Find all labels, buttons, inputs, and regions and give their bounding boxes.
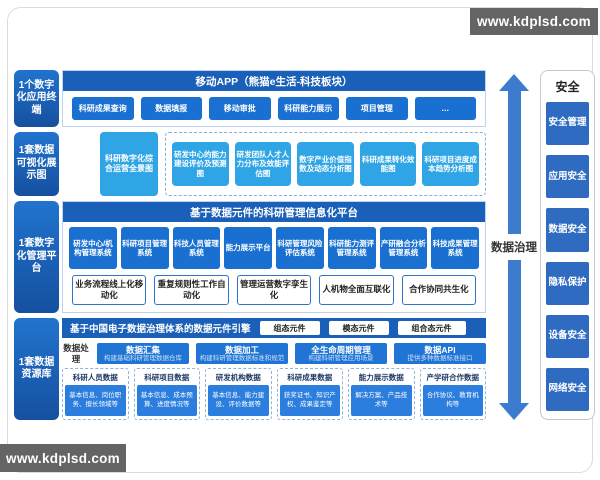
feature-interconnection: 人机物全面互联化	[319, 275, 394, 305]
row-label-data-resource: 1套数据资源库	[14, 318, 59, 420]
system-personnel-mgmt: 科技人员管理系统	[172, 227, 221, 269]
dataset-desc: 获奖证书、知识产权、成果鉴定等	[279, 385, 340, 416]
arrow-shaft-bottom	[507, 260, 521, 403]
processing-data-collection: 数据汇集 构建基础科研管理数据仓库	[97, 342, 189, 365]
dataset-desc: 基本信息、成本预算、进度情况等	[136, 385, 197, 416]
processing-lifecycle-mgmt: 全生命周期管理 构建科研管理应用场景	[295, 342, 387, 365]
engine-component-state-button[interactable]: 组态元件	[259, 321, 320, 335]
dataset-title: 产学研合作数据	[426, 373, 480, 382]
data-processing-row: 数据处理 数据汇集 构建基础科研管理数据仓库 数据加工 构建科研管理数据标准和规…	[62, 338, 486, 368]
app-button-mobile-approval[interactable]: 移动审批	[209, 97, 271, 120]
platform-section: 基于数据元件的科研管理信息化平台 研发中心/机构管理系统 科研项目管理系统 科技…	[62, 201, 486, 313]
chart-team-talent-distribution: 研发团队人才人力分布及效能评估图	[234, 142, 292, 186]
dataset-title: 科研成果数据	[287, 373, 333, 382]
dataset-title: 科研人员数据	[72, 373, 118, 382]
processing-title: 数据API	[424, 344, 456, 355]
feature-process-online: 业务流程线上化移动化	[72, 275, 147, 305]
system-risk-assessment: 科研管理风险评估系统	[276, 227, 324, 269]
security-item-network: 网络安全	[546, 367, 589, 412]
security-item-data: 数据安全	[546, 208, 589, 252]
processing-data-machining: 数据加工 构建科研管理数据标准和规范	[196, 342, 288, 365]
data-governance-label: 数据治理	[491, 242, 537, 254]
system-project-mgmt: 科研项目管理系统	[120, 227, 169, 269]
feature-digital-twin: 管理运营数字孪生化	[236, 275, 312, 305]
chart-overview-panorama: 科研数字化综合运营全景图	[100, 132, 158, 196]
feature-row: 业务流程线上化移动化 重复规则性工作自动化 管理运营数字孪生化 人机物全面互联化…	[63, 272, 485, 312]
security-item-application: 应用安全	[546, 155, 589, 199]
system-row: 研发中心/机构管理系统 科研项目管理系统 科技人员管理系统 能力展示平台 科研管…	[63, 222, 485, 272]
data-engine-header: 基于中国电子数据治理体系的数据元件引擎 组态元件 模态元件 组合态元件	[62, 318, 486, 338]
terminal-header: 移动APP（熊猫e生活-科技板块）	[63, 71, 485, 91]
arrow-shaft-top	[507, 91, 521, 234]
processing-desc: 构建科研管理应用场景	[308, 354, 374, 362]
data-processing-label: 数据处理	[63, 343, 89, 364]
terminal-section: 移动APP（熊猫e生活-科技板块） 科研成果查询 数据填报 移动审批 科研能力展…	[62, 70, 486, 127]
dataset-rd-institution: 研发机构数据 基本信息、能力建设、评价数据等	[205, 368, 272, 420]
app-button-achievement-query[interactable]: 科研成果查询	[72, 97, 134, 120]
chart-group: 研发中心的能力建设评价及预测图 研发团队人才人力分布及效能评估图 数字产业价值指…	[165, 132, 486, 196]
dataset-title: 研发机构数据	[215, 373, 261, 382]
processing-title: 数据加工	[224, 344, 259, 355]
app-button-row: 科研成果查询 数据填报 移动审批 科研能力展示 项目管理 …	[63, 91, 485, 126]
processing-desc: 构建基础科研管理数据仓库	[104, 354, 182, 362]
visualization-section: 科研数字化综合运营全景图 研发中心的能力建设评价及预测图 研发团队人才人力分布及…	[62, 132, 486, 196]
processing-desc: 构建科研管理数据标准和规范	[199, 354, 285, 362]
security-title: 安全	[555, 80, 580, 94]
dataset-title: 科研项目数据	[144, 373, 190, 382]
data-governance-arrow: 数据治理	[491, 74, 537, 420]
processing-desc: 提供多种数据标准接口	[407, 354, 473, 362]
security-items: 安全管理 应用安全 数据安全 隐私保护 设备安全 网络安全	[546, 102, 589, 412]
app-button-data-entry[interactable]: 数据填报	[140, 97, 202, 120]
app-button-more[interactable]: …	[414, 97, 476, 120]
dataset-industry-academia-cooperation: 产学研合作数据 合作协议、教育机构等	[419, 368, 486, 420]
dataset-desc: 解决方案、产品技术等	[351, 385, 412, 416]
dataset-desc: 合作协议、教育机构等	[422, 385, 483, 416]
chart-rd-center-capability: 研发中心的能力建设评价及预测图	[172, 142, 229, 186]
watermark-bottom-left: www.kdplsd.com	[0, 444, 126, 472]
system-capability-platform: 能力展示平台	[224, 227, 272, 269]
app-button-capability-display[interactable]: 科研能力展示	[277, 97, 339, 120]
row-label-terminal: 1个数字化应用终端	[14, 70, 59, 127]
chart-project-progress-cost: 科研项目进度成本趋势分析图	[422, 142, 479, 186]
processing-title: 数据汇集	[125, 344, 160, 355]
system-industry-research-analysis: 产研融合分析管理系统	[379, 227, 428, 269]
data-engine-title: 基于中国电子数据治理体系的数据元件引擎	[70, 324, 251, 335]
feature-work-automation: 重复规则性工作自动化	[154, 275, 229, 305]
engine-component-composite-button[interactable]: 组合态元件	[397, 321, 466, 335]
dataset-capability-display: 能力展示数据 解决方案、产品技术等	[348, 368, 415, 420]
security-item-management: 安全管理	[546, 102, 589, 146]
dataset-title: 能力展示数据	[358, 373, 404, 382]
feature-collaboration: 合作协同共生化	[401, 275, 477, 305]
data-resource-section: 基于中国电子数据治理体系的数据元件引擎 组态元件 模态元件 组合态元件 数据处理…	[62, 318, 486, 420]
dataset-research-personnel: 科研人员数据 基本信息、岗位职务、擅长领域等	[62, 368, 129, 420]
processing-title: 全生命周期管理	[311, 344, 371, 355]
system-rd-center-mgmt: 研发中心/机构管理系统	[69, 227, 117, 269]
platform-header: 基于数据元件的科研管理信息化平台	[63, 202, 485, 222]
arrow-up-icon	[499, 74, 529, 91]
chart-digital-industry-value: 数字产业价值指数及动态分析图	[297, 142, 354, 186]
security-item-device: 设备安全	[546, 314, 589, 358]
arrow-down-icon	[499, 403, 529, 420]
row-label-platform: 1套数字化管理平台	[14, 201, 59, 313]
app-button-project-management[interactable]: 项目管理	[346, 97, 408, 120]
dataset-desc: 基本信息、岗位职务、擅长领域等	[65, 385, 126, 416]
engine-component-modal-button[interactable]: 模态元件	[328, 321, 389, 335]
chart-achievement-transformation: 科研成果转化效能图	[359, 142, 417, 186]
system-capability-evaluation: 科研能力测评管理系统	[327, 227, 376, 269]
dataset-desc: 基本信息、能力建设、评价数据等	[208, 385, 269, 416]
processing-data-api: 数据API 提供多种数据标准接口	[394, 342, 486, 365]
dataset-row: 科研人员数据 基本信息、岗位职务、擅长领域等 科研项目数据 基本信息、成本预算、…	[62, 368, 486, 420]
row-label-visualization: 1套数据可视化展示图	[14, 132, 59, 196]
watermark-top-right: www.kdplsd.com	[470, 8, 598, 35]
security-item-privacy: 隐私保护	[546, 261, 589, 305]
system-achievement-mgmt: 科技成果管理系统	[431, 227, 479, 269]
security-panel: 安全 安全管理 应用安全 数据安全 隐私保护 设备安全 网络安全	[540, 70, 595, 420]
dataset-research-achievement: 科研成果数据 获奖证书、知识产权、成果鉴定等	[276, 368, 343, 420]
dataset-research-project: 科研项目数据 基本信息、成本预算、进度情况等	[133, 368, 200, 420]
